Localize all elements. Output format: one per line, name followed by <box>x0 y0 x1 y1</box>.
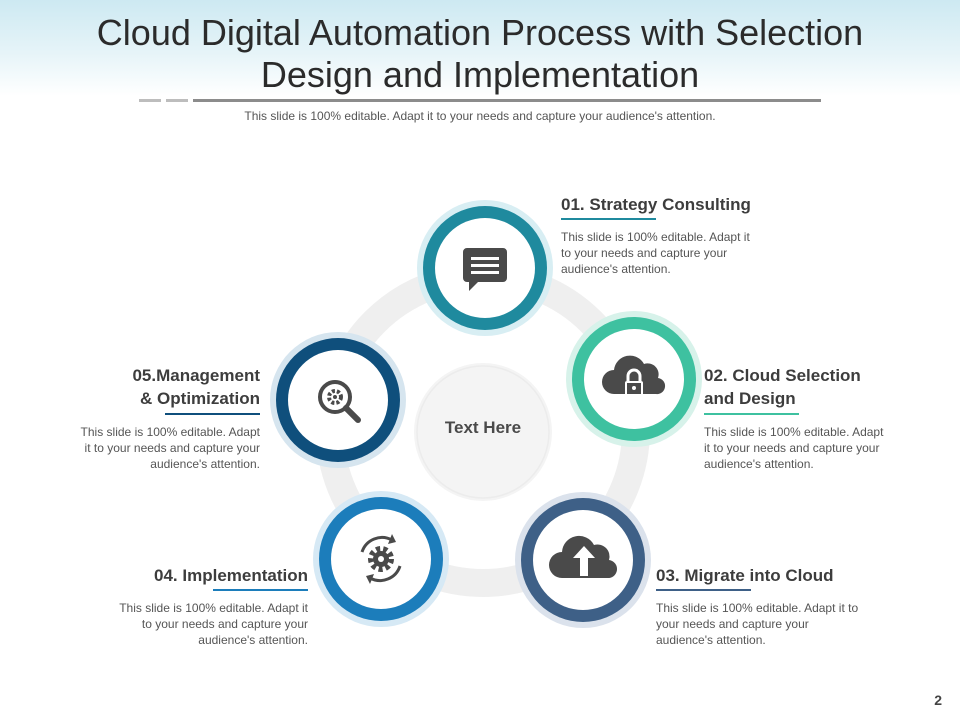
title-line-1: Cloud Digital Automation Process with Se… <box>96 12 864 53</box>
title-rule-segment <box>166 99 188 102</box>
step-2-description: This slide is 100% editable. Adapt it to… <box>704 425 884 471</box>
step-5-description: This slide is 100% editable. Adapt it to… <box>80 425 260 471</box>
step-4-underline <box>213 589 308 591</box>
step-3-underline <box>656 589 751 591</box>
title-rule-segment <box>139 99 161 102</box>
step-2-underline <box>704 413 799 415</box>
cloud-upload-icon <box>549 535 618 579</box>
step-4-node <box>313 491 449 627</box>
step-1-description: This slide is 100% editable. Adapt it to… <box>561 230 750 276</box>
chat-bubble-icon <box>463 248 507 291</box>
step-4-title: 04. Implementation <box>154 566 308 585</box>
title-rule <box>193 99 821 102</box>
step-4-description: This slide is 100% editable. Adapt it to… <box>119 601 308 647</box>
step-2-title: 02. Cloud Selection and Design <box>704 366 861 408</box>
step-3-description: This slide is 100% editable. Adapt it to… <box>656 601 859 647</box>
step-1-title: 01. Strategy Consulting <box>561 195 751 214</box>
step-2-node <box>566 311 702 447</box>
title-line-2: Design and Implementation <box>260 54 700 95</box>
step-5-node <box>270 332 406 468</box>
subtitle: This slide is 100% editable. Adapt it to… <box>244 109 716 123</box>
center-circle <box>408 357 558 507</box>
step-5-underline <box>165 413 260 415</box>
step-3-node <box>515 492 651 628</box>
cloud-lock-icon <box>602 355 666 396</box>
gear-cycle-icon <box>360 534 402 584</box>
page-title: Cloud Digital Automation Process with Se… <box>0 12 960 96</box>
header-band <box>0 0 960 96</box>
step-1-node <box>417 200 553 336</box>
step-3-title: 03. Migrate into Cloud <box>656 566 834 585</box>
step-5-title: 05.Management & Optimization <box>132 366 260 408</box>
center-label: Text Here <box>444 418 522 437</box>
magnifier-gear-icon <box>318 380 361 423</box>
page-number: 2 <box>934 692 942 708</box>
step-1-underline <box>561 218 656 220</box>
